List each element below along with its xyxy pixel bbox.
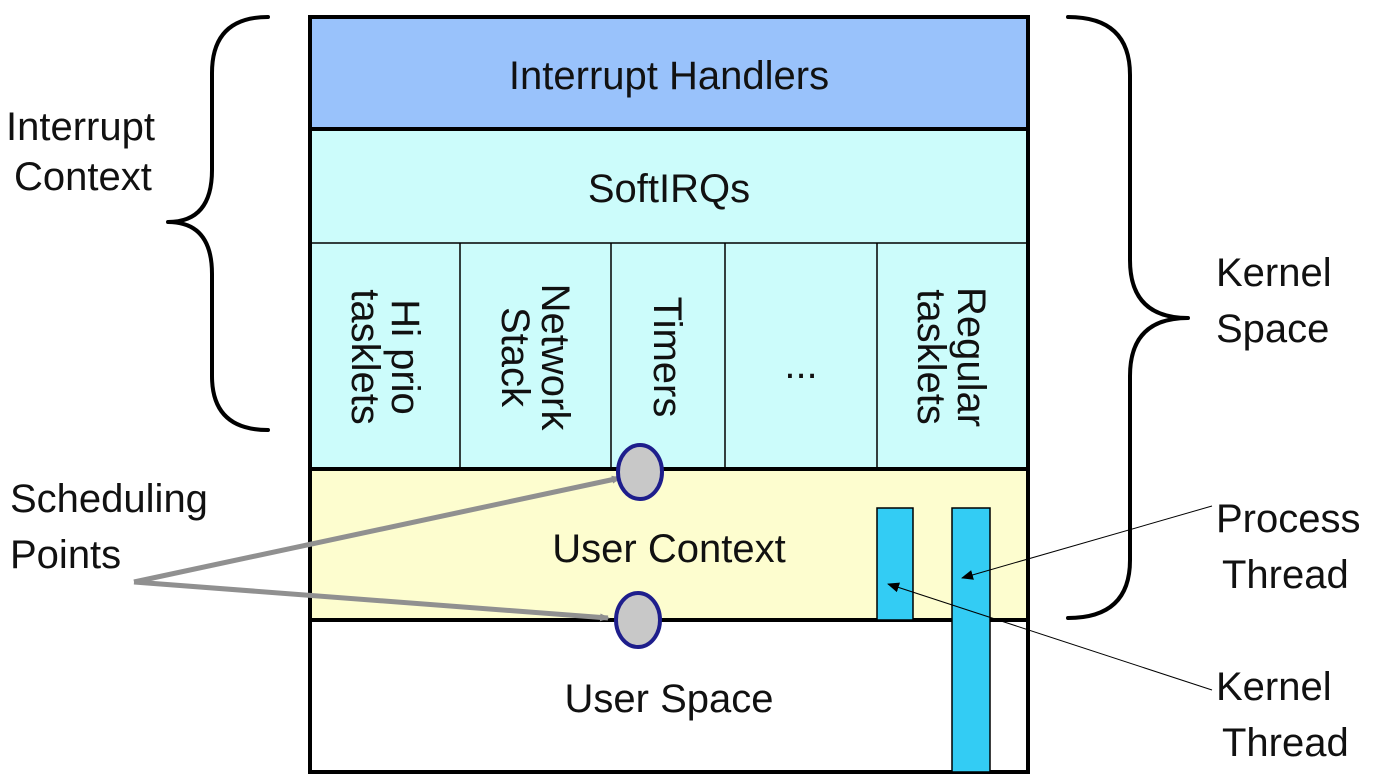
user-space-layer <box>308 618 1030 774</box>
interrupt-handlers-label: Interrupt Handlers <box>509 54 829 98</box>
interrupt-context-label-line2: Context <box>14 155 152 199</box>
kernel-thread-leader-line <box>887 582 1213 691</box>
process-thread-label-line2: Thread <box>1222 553 1349 597</box>
kernel-space-label-line1: Kernel <box>1216 251 1332 295</box>
softirq-cell-network-stack: Network Stack <box>493 284 577 432</box>
interrupt-context-label-line1: Interrupt <box>6 105 155 149</box>
svg-text:tasklets: tasklets <box>909 289 953 425</box>
softirq-cell-ellipsis: ... <box>784 343 817 387</box>
kernel-thread-label-line1: Kernel <box>1216 665 1332 709</box>
scheduling-point-upper <box>616 443 664 501</box>
softirq-cell-regular-tasklets: Regular tasklets <box>909 287 993 427</box>
kernel-space-brace <box>1066 15 1190 620</box>
scheduling-points-label-line2: Points <box>10 533 121 577</box>
svg-text:Regular: Regular <box>949 287 993 427</box>
svg-text:Stack: Stack <box>493 307 537 408</box>
scheduling-point-lower <box>614 591 662 649</box>
scheduling-point-arrow-lower <box>133 579 610 622</box>
softirq-cell-hi-prio-tasklets: Hi prio tasklets <box>343 289 427 425</box>
scheduling-point-arrow-upper <box>133 475 622 585</box>
svg-text:tasklets: tasklets <box>343 289 387 425</box>
process-thread-leader-line <box>961 505 1213 580</box>
interrupt-handlers-layer <box>308 15 1030 131</box>
user-space-label: User Space <box>565 677 774 721</box>
interrupt-context-brace <box>166 15 270 432</box>
svg-text:Hi prio: Hi prio <box>383 299 427 415</box>
svg-text:Timers: Timers <box>645 297 689 418</box>
svg-text:Network: Network <box>533 284 577 432</box>
softirqs-layer <box>308 127 1030 471</box>
user-context-label: User Context <box>552 527 785 571</box>
softirqs-label: SoftIRQs <box>588 167 750 211</box>
kernel-thread-label-line2: Thread <box>1222 721 1349 765</box>
scheduling-points-label-line1: Scheduling <box>10 477 208 521</box>
process-thread-bar <box>951 507 991 773</box>
kernel-thread-bar <box>876 507 914 621</box>
softirq-cell-timers: Timers <box>645 297 689 418</box>
kernel-space-label-line2: Space <box>1216 307 1329 351</box>
process-thread-label-line1: Process <box>1216 497 1361 541</box>
